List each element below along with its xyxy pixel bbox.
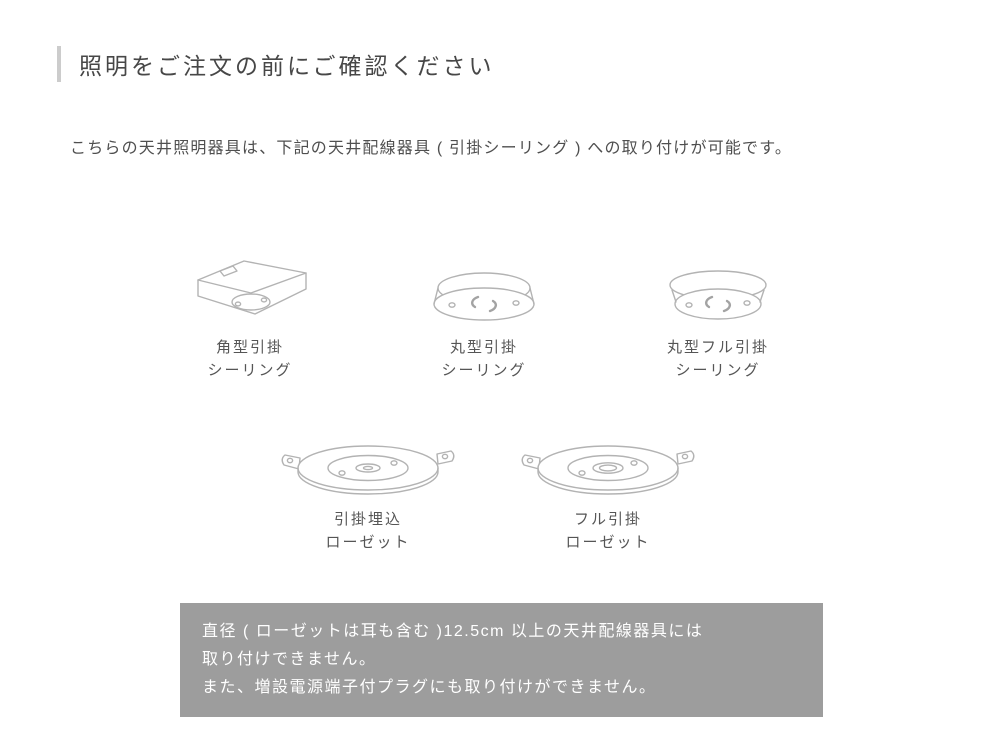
fixture-label-line2: シーリング — [675, 362, 761, 380]
caution-note-box: 直径 ( ローゼットは耳も含む )12.5cm 以上の天井配線器具には 取り付け… — [180, 603, 823, 717]
fixture-label: 丸型引掛 シーリング — [441, 336, 526, 383]
fixture-label-line2: シーリング — [207, 362, 293, 380]
fixture-row-rosettes: 引掛埋込 ローゼット — [0, 418, 988, 555]
fixture-label: 丸型フル引掛 シーリング — [667, 336, 769, 383]
round-hook-ceiling-illustration — [419, 222, 549, 324]
fixture-square-hook-ceiling: 角型引掛 シーリング — [133, 222, 367, 383]
intro-text: こちらの天井照明器具は、下記の天井配線器具 ( 引掛シーリング ) への取り付け… — [70, 140, 793, 157]
fixture-round-hook-ceiling: 丸型引掛 シーリング — [367, 222, 601, 383]
section-header: 照明をご注文の前にご確認ください — [57, 46, 495, 82]
fixture-round-full-hook-ceiling: 丸型フル引掛 シーリング — [601, 222, 835, 383]
fixture-label-line2: ローゼット — [565, 534, 651, 552]
fixture-label-line1: 角型引掛 — [215, 339, 284, 356]
fixture-row-ceilings: 角型引掛 シーリング — [0, 222, 984, 383]
fixture-label-line1: 丸型引掛 — [449, 339, 518, 356]
page-title: 照明をご注文の前にご確認ください — [79, 53, 495, 79]
fixture-label: 角型引掛 シーリング — [207, 336, 292, 383]
heading-accent-bar — [57, 46, 61, 82]
fixture-label: 引掛埋込 ローゼット — [325, 508, 410, 555]
fixture-label-line1: 丸型フル引掛 — [666, 339, 769, 356]
caution-note-line2: 取り付けできません。 — [202, 651, 377, 668]
fixture-label-line1: 引掛埋込 — [333, 511, 402, 528]
caution-note-line1: 直径 ( ローゼットは耳も含む )12.5cm 以上の天井配線器具には — [202, 623, 704, 640]
embedded-hook-rosette-illustration — [279, 418, 457, 496]
full-hook-rosette-illustration — [519, 418, 697, 496]
round-full-hook-ceiling-illustration — [652, 222, 784, 324]
square-hook-ceiling-illustration — [184, 222, 316, 324]
fixture-label: フル引掛 ローゼット — [565, 508, 650, 555]
fixture-label-line2: ローゼット — [325, 534, 411, 552]
fixture-label-line1: フル引掛 — [573, 511, 642, 528]
fixture-full-hook-rosette: フル引掛 ローゼット — [488, 418, 728, 555]
fixture-label-line2: シーリング — [441, 362, 527, 380]
fixture-embedded-hook-rosette: 引掛埋込 ローゼット — [248, 418, 488, 555]
caution-note-line3: また、増設電源端子付プラグにも取り付けができません。 — [202, 679, 657, 696]
